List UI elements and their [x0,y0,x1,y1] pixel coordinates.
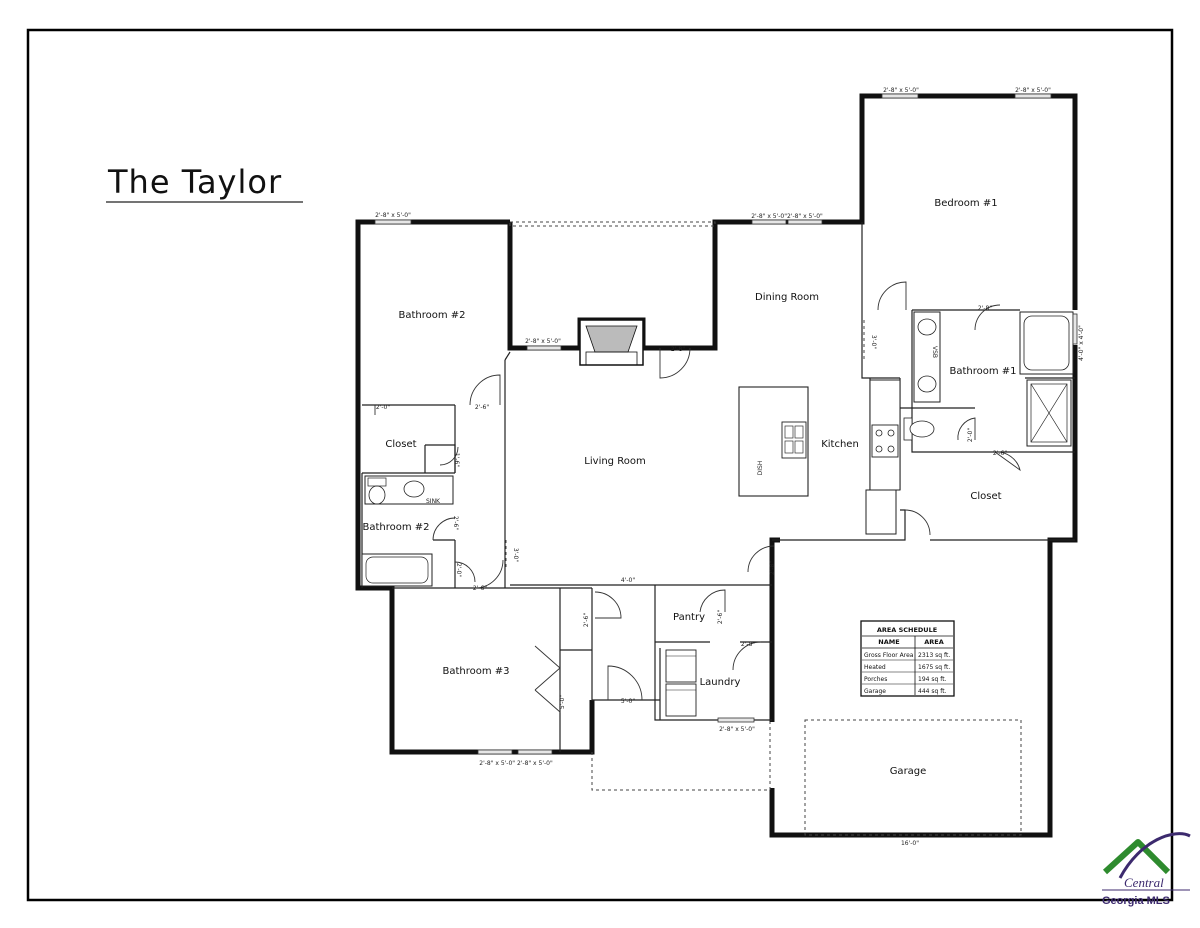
house-roof-icon [1102,839,1171,875]
dim-b3-win: 2'-8" x 5'-0" 2'-8" x 5'-0" [479,760,553,767]
schedule-header-name: NAME [878,638,899,646]
bedroom1-label: Bedroom #1 [934,198,997,209]
dim-laundry-win: 2'-8" x 5'-0" [719,726,755,733]
dim-garage16: 16'-0" [901,840,919,847]
room-labels: Bedroom #1 Dining Room Bathroom #1 Bathr… [362,198,1016,777]
schedule-row-area: 1675 sq ft. [918,664,950,671]
dim-bath1-window: 4'-0" x 4'-0" [1078,325,1085,361]
schedule-row-area: 444 sq ft. [918,688,947,695]
schedule-row-name: Gross Floor Area [864,652,914,659]
bathroom1-fixtures: VSB [903,311,1074,447]
dim-bath1-door20: 2'-0" [967,428,974,442]
logo-line1: Central [1124,875,1164,890]
area-schedule: AREA SCHEDULE NAME AREA Gross Floor Area… [860,620,955,697]
bathroom2-top-label: Bathroom #2 [398,310,465,321]
dimension-labels: 2'-8" x 5'-0" 2'-8" x 5'-0" 2'-8" x 5'-0… [375,87,1085,847]
bathroom3-label: Bathroom #3 [442,666,509,677]
page-border [26,28,1174,902]
dim-b2-door26: 2'-6" [475,404,489,411]
schedule-row-area: 2313 sq ft. [918,652,950,659]
dim-hall26: 2'-6" [583,613,590,627]
dim-hall40: 4'-0" [621,577,635,584]
dim-b1-win1: 2'-8" x 5'-0" [883,87,919,94]
schedule-row-name: Porches [864,676,887,683]
dim-laundry28: 2'-8" [741,641,755,648]
schedule-title: AREA SCHEDULE [877,626,937,634]
schedule-row-name: Garage [864,688,886,695]
windows [374,93,1078,755]
dim-b2-lower: 2'-6" [473,585,487,592]
dim-kitchen28: 2'-8" [769,561,776,575]
garage-label: Garage [890,766,927,777]
schedule-row-name: Heated [864,664,886,671]
dim-living30: 3'-0" [512,548,519,562]
dim-pantry26: 2'-6" [717,610,724,624]
dim-closet-30: 3'-0" [870,335,877,349]
bathroom1-label: Bathroom #1 [949,366,1016,377]
pantry-label: Pantry [673,612,705,623]
dim-closet16: 1'-6" [453,453,460,467]
dim-b3-closet50: 5'-0" [559,695,566,709]
openings [505,320,865,570]
schedule-header-area: AREA [924,638,944,646]
dim-bath1-wc26: 2'-6" [993,450,1007,457]
dim-fireplace-win: 2'-8" x 5'-0" [525,338,561,345]
dim-b2-win: 2'-8" x 5'-0" [375,212,411,219]
mls-logo: Central Georgia MLS [1102,832,1191,907]
logo-line2: Georgia MLS [1102,895,1170,907]
dim-b1-door: 2'-8" [978,305,992,312]
laundry-appliances [665,649,697,717]
plan-title: The Taylor [107,163,282,201]
kitchen-island: DISH [738,386,809,497]
dim-door-fire: 2'-8" [671,346,685,353]
kitchen-label: Kitchen [821,439,859,450]
bathroom2-label: Bathroom #2 [362,522,429,533]
dim-dining-win: 2'-8" x 5'-0"2'-8" x 5'-0" [751,213,823,220]
living-room-label: Living Room [584,456,645,467]
closet-right-label: Closet [970,491,1001,502]
closet-left-label: Closet [385,439,416,450]
vsb-label: VSB [931,346,938,358]
swoosh-icon [1118,832,1191,879]
dim-b1-win2: 2'-8" x 5'-0" [1015,87,1051,94]
bath2-sink-label: SINK [426,498,441,505]
dishwasher-label: DISH [757,461,764,476]
door-swings [374,281,1021,713]
fireplace [579,319,644,366]
porches [509,221,1022,836]
dim-tub20: 2'-0" [455,563,462,577]
dim-entry50: 5'-0" [621,698,635,705]
bathroom2-fixtures: SINK [361,475,454,587]
schedule-row-area: 194 sq ft. [918,676,947,683]
dim-b2-door20: 2'-0" [376,404,390,411]
dining-room-label: Dining Room [755,292,819,303]
kitchen-counter [865,379,901,535]
dim-bath-door26: 2'-6" [452,516,459,530]
laundry-label: Laundry [700,677,741,688]
